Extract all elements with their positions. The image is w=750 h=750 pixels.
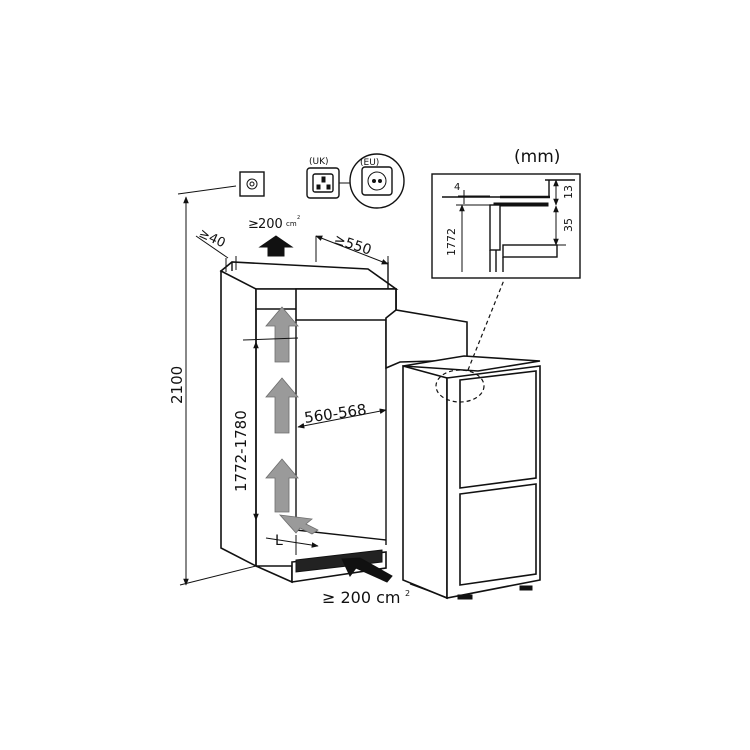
vent-arrow-up [258,235,294,257]
airflow-arrow-lower [265,458,299,513]
kitchen-cabinet [219,261,399,584]
bottom-vent-exp: 2 [405,589,410,598]
detail-dim-a-label: 4 [454,182,460,193]
airflow-arrow-top [265,306,299,363]
eu-socket-icon [339,153,405,209]
depth-label: ≥550 [332,232,374,259]
socket-uk-label: (UK) [309,157,329,167]
fridge-appliance [402,355,541,600]
top-vent-symbol: ≥ [248,217,259,232]
detail-dim-c-label: 35 [562,218,575,232]
detail-height-label: 1772 [445,228,458,256]
total-height-label: 2100 [168,366,186,404]
units-label: (mm) [514,147,560,167]
length-marker-label: L [275,533,283,549]
niche-width-label: 560-568 [303,400,368,427]
dimension-lines [177,185,389,586]
detail-callout-circle [435,369,485,403]
bottom-vent-label: ≥ 200 cm [322,588,401,607]
top-vent-exp: 2 [297,215,300,221]
top-vent-value: 200 [258,217,283,232]
niche-height-label: 1772-1780 [232,410,250,492]
uk-socket-icon [306,167,340,199]
vent-arrow-bottom [341,557,393,583]
airflow-arrow-middle [265,377,299,434]
wall-socket [239,171,265,197]
airflow-arrow-bottom [278,514,319,535]
detail-view [431,173,581,279]
detail-dim-b-label: 13 [562,185,575,199]
top-vent-unit: cm [286,220,297,228]
airflow-arrows [265,306,319,535]
socket-eu-label: (EU) [360,158,379,168]
